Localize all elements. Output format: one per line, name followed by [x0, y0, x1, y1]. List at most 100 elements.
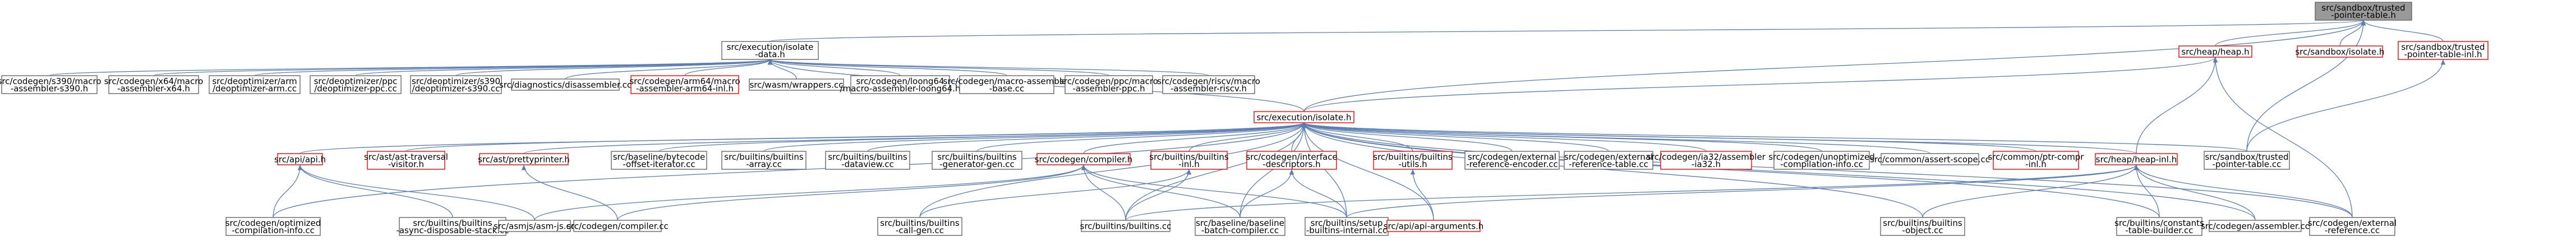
- node-label-line: src/sandbox/isolate.h: [2295, 47, 2384, 57]
- node-wasm-wrappers[interactable]: src/wasm/wrappers.cc: [749, 78, 844, 91]
- node-tpt-cc[interactable]: src/sandbox/trusted-pointer-table.cc: [2204, 151, 2290, 170]
- node-label-line: -assembler-arm64-inl.h: [636, 84, 734, 94]
- edge-isolate-h-to-heap-h: [1303, 57, 2218, 112]
- node-tpt-inl[interactable]: src/sandbox/trusted-pointer-table-inl.h: [2398, 41, 2489, 60]
- node-loong64-masm[interactable]: src/codegen/loong64/macro-assembler-loon…: [840, 75, 961, 94]
- node-api-h[interactable]: src/api/api.h: [274, 153, 326, 165]
- node-label-line: -compilation-info.cc: [232, 225, 315, 235]
- node-unoptimized-comp[interactable]: src/codegen/unoptimized-compilation-info…: [1768, 151, 1875, 170]
- edge-builtins-utils-to-isolate-h: [1301, 122, 1413, 152]
- node-label-line: src/codegen/s390/macro: [0, 76, 102, 86]
- node-arm64-masm[interactable]: src/codegen/arm64/macro-assembler-arm64-…: [629, 75, 740, 94]
- node-label-line: -table-builder.cc: [2126, 225, 2193, 235]
- node-isolate-h[interactable]: src/execution/isolate.h: [1254, 111, 1354, 123]
- node-ext-ref-table[interactable]: src/codegen/external-reference-table.cc: [1564, 151, 1653, 170]
- node-label-line: src/sandbox/trusted: [2205, 152, 2288, 162]
- node-builtins-inl[interactable]: src/builtins/builtins-inl.h: [1149, 151, 1229, 170]
- node-box: [498, 220, 571, 232]
- node-label-line: src/api/api.h: [274, 155, 326, 165]
- node-builtins-object[interactable]: src/builtins/builtins-object.cc: [1880, 217, 1965, 236]
- node-builtins-generator[interactable]: src/builtins/builtins-generator-gen.cc: [932, 151, 1022, 170]
- node-label-line: src/execution/isolate: [727, 42, 814, 52]
- node-label-line: -inl.h: [1178, 159, 1200, 169]
- node-label-line: src/codegen/loong64: [856, 76, 944, 86]
- node-box: [209, 75, 301, 94]
- node-disassembler[interactable]: src/diagnostics/disassembler.cc: [499, 78, 632, 91]
- node-box: [1036, 153, 1131, 165]
- node-ppc-masm[interactable]: src/codegen/ppc/macro-assembler-ppc.h: [1059, 75, 1158, 94]
- node-box: [1195, 217, 1285, 236]
- node-layer: src/sandbox/trusted-pointer-table.h src/e…: [0, 2, 2489, 236]
- node-builtins-cc[interactable]: src/builtins/builtins.cc: [1080, 220, 1172, 232]
- node-label-line: src/builtins/builtins: [937, 152, 1017, 162]
- node-label-line: /macro-assembler-loong64.h: [840, 84, 961, 94]
- node-ptr-compr[interactable]: src/common/ptr-compr-inl.h: [1988, 151, 2084, 170]
- node-ia32-asm[interactable]: src/codegen/ia32/assembler-ia32.h: [1647, 151, 1766, 170]
- node-ast-traversal[interactable]: src/ast/ast-traversal-visitor.h: [364, 151, 448, 170]
- node-label-line: src/diagnostics/disassembler.cc: [499, 80, 632, 90]
- node-deopt-arm[interactable]: src/deoptimizer/arm/deoptimizer-arm.cc: [209, 75, 301, 94]
- node-assembler-cc[interactable]: src/codegen/assembler.cc: [2201, 220, 2310, 232]
- node-label-line: -reference-table.cc: [1569, 159, 1648, 169]
- edge-constants-table-to-isolate-h: [1302, 122, 2160, 218]
- node-heap-h[interactable]: src/heap/heap.h: [2178, 45, 2252, 58]
- node-box: [1246, 151, 1337, 170]
- node-box: [1254, 111, 1354, 123]
- node-label-line: src/deoptimizer/s390: [412, 76, 500, 86]
- node-box: [2204, 151, 2290, 170]
- node-baseline-bytecode[interactable]: src/baseline/bytecode-offset-iterator.cc: [611, 151, 707, 170]
- node-async-disposable[interactable]: src/builtins/builtins-async-disposable-s…: [396, 217, 509, 236]
- node-label-line: -assembler-s390.h: [11, 84, 88, 94]
- node-masm-base[interactable]: src/codegen/macro-assembler-base.cc: [943, 75, 1071, 94]
- node-sandbox-isolate[interactable]: src/sandbox/isolate.h: [2295, 45, 2385, 58]
- node-deopt-ppc[interactable]: src/deoptimizer/ppc/deoptimizer-ppc.cc: [310, 75, 402, 94]
- node-setup-builtins[interactable]: src/builtins/setup-builtins-internal.cc: [1305, 217, 1389, 236]
- node-label-line: src/execution/isolate.h: [1256, 113, 1351, 123]
- edge-loong64-masm-to-isolate-data: [767, 59, 901, 76]
- node-builtins-array[interactable]: src/builtins/builtins-array.cc: [721, 151, 807, 170]
- node-ext-ref-cc[interactable]: src/codegen/external-reference.cc: [2308, 217, 2397, 236]
- node-label-line: -array.cc: [746, 159, 782, 169]
- edge-setup-builtins-to-isolate-h: [1301, 122, 1347, 218]
- edge-api-arguments-to-isolate-h: [1301, 122, 1434, 221]
- node-label-line: -builtins-internal.cc: [1306, 225, 1387, 235]
- node-riscv-masm[interactable]: src/codegen/riscv/macro-assembler-riscv.…: [1157, 75, 1260, 94]
- node-box: [1660, 151, 1752, 170]
- edge-deopt-ppc-to-isolate-data: [355, 59, 772, 76]
- node-label-line: src/wasm/wrappers.cc: [749, 80, 843, 90]
- node-ext-ref-encoder[interactable]: src/codegen/external-reference-encoder.c…: [1464, 151, 1560, 170]
- node-box: [749, 78, 844, 91]
- node-label-line: src/builtins/builtins: [1149, 152, 1229, 162]
- node-x64-masm[interactable]: src/codegen/x64/macro-assembler-x64.h: [104, 75, 204, 94]
- edge-baseline-batch-to-iface-desc: [1239, 169, 1294, 218]
- node-root[interactable]: src/sandbox/trusted-pointer-table.h: [2315, 2, 2412, 21]
- node-deopt-s390[interactable]: src/deoptimizer/s390/deoptimizer-s390.cc: [410, 75, 502, 94]
- node-api-arguments[interactable]: src/api/api-arguments.h: [1384, 220, 1484, 232]
- edge-heap-h-to-root: [2215, 20, 2366, 47]
- node-prettyprinter[interactable]: src/ast/prettyprinter.h: [478, 153, 570, 165]
- node-builtins-dataview[interactable]: src/builtins/builtins-dataview.cc: [825, 151, 910, 170]
- node-iface-desc[interactable]: src/codegen/interface-descriptors.h: [1246, 151, 1338, 170]
- node-builtins-utils[interactable]: src/builtins/builtins-utils.h: [1373, 151, 1453, 170]
- node-isolate-data[interactable]: src/execution/isolate-data.h: [721, 41, 819, 60]
- edge-api-arguments-to-builtins-utils: [1410, 169, 1434, 221]
- node-s390-masm[interactable]: src/codegen/s390/macro-assembler-s390.h: [0, 75, 102, 94]
- node-label-line: -inl.h: [2025, 159, 2047, 169]
- node-box: [877, 217, 962, 236]
- node-label-line: -offset-iterator.cc: [623, 159, 695, 169]
- node-heap-inl[interactable]: src/heap/heap-inl.h: [2095, 153, 2178, 165]
- edge-x64-masm-to-isolate-data: [153, 59, 772, 76]
- node-compiler-cc[interactable]: src/codegen/compiler.cc: [566, 220, 669, 232]
- edge-riscv-masm-to-isolate-data: [768, 59, 1209, 76]
- node-asmjs[interactable]: src/asmjs/asm-js.cc: [494, 220, 575, 232]
- node-box: [1064, 75, 1153, 94]
- node-baseline-batch[interactable]: src/baseline/baseline-batch-compiler.cc: [1195, 217, 1285, 236]
- node-call-gen[interactable]: src/builtins/builtins-call-gen.cc: [877, 217, 962, 236]
- edge-heap-inl-to-isolate-h: [1302, 122, 2137, 154]
- node-constants-table[interactable]: src/builtins/constants-table-builder.cc: [2114, 217, 2204, 236]
- node-optimized-comp[interactable]: src/codegen/optimized-compilation-info.c…: [225, 217, 321, 236]
- node-compiler-h[interactable]: src/codegen/compiler.h: [1035, 153, 1133, 165]
- node-label-line: src/codegen/ppc/macro: [1059, 76, 1158, 86]
- node-assert-scope[interactable]: src/common/assert-scope.cc: [1870, 153, 1990, 165]
- node-box: [1373, 151, 1453, 170]
